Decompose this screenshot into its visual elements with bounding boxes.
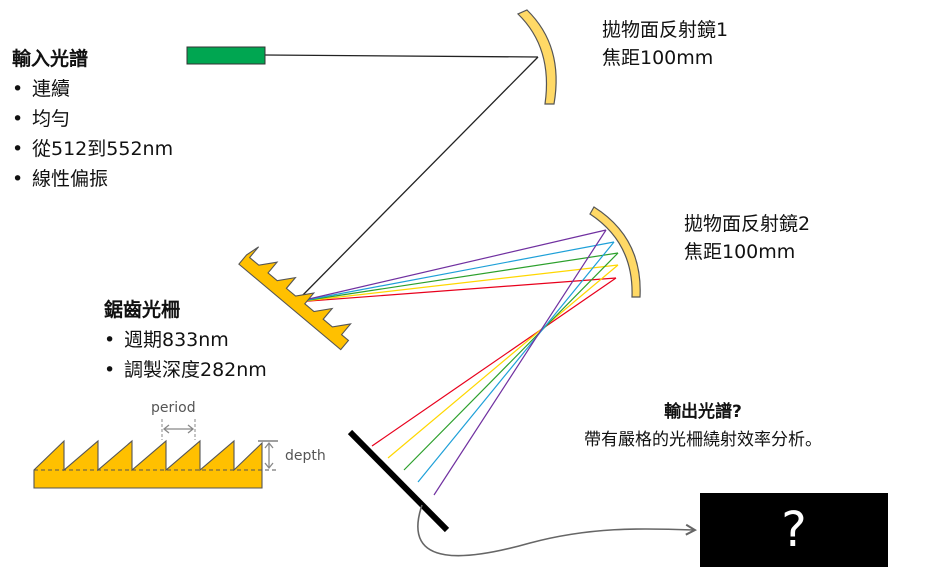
grating-profile bbox=[33, 419, 278, 489]
input-beam-to-mirror1 bbox=[264, 54, 539, 58]
output-arrow bbox=[417, 504, 694, 557]
parabolic-mirror-2 bbox=[589, 206, 641, 298]
mirror2-name: 拋物面反射鏡2 bbox=[684, 213, 811, 235]
input-bullet: 均勻 bbox=[12, 104, 173, 134]
ray-purple-out bbox=[433, 229, 607, 496]
grating-bullet: 週期833nm bbox=[104, 325, 267, 355]
ray-blue-out bbox=[417, 241, 615, 483]
mirror1-focal: 焦距100mm bbox=[602, 47, 714, 69]
grating-block: 鋸齒光柵 週期833nm 調製深度282nm bbox=[104, 295, 267, 385]
ray-green-in bbox=[295, 252, 619, 303]
grating-title: 鋸齒光柵 bbox=[104, 299, 181, 321]
output-title: 輸出光譜? bbox=[664, 402, 742, 422]
output-mirror bbox=[347, 429, 450, 533]
ray-yellow-in bbox=[295, 264, 619, 303]
ray-green-out bbox=[403, 252, 619, 471]
input-beam-to-grating bbox=[295, 56, 539, 303]
depth-label: depth bbox=[285, 448, 326, 464]
mirror1-label: 拋物面反射鏡1 焦距100mm bbox=[602, 16, 728, 72]
output-label: 輸出光譜? 帶有嚴格的光柵繞射效率分析。 bbox=[584, 398, 822, 454]
output-subtitle: 帶有嚴格的光柵繞射效率分析。 bbox=[584, 430, 822, 450]
diffracted-rays bbox=[295, 229, 619, 496]
input-spectrum-title: 輸入光譜 bbox=[12, 48, 89, 70]
grating-list: 週期833nm 調製深度282nm bbox=[104, 325, 267, 385]
input-spectrum-list: 連續 均勻 從512到552nm 線性偏振 bbox=[12, 74, 173, 194]
input-bullet: 線性偏振 bbox=[12, 164, 173, 194]
grating-bullet: 調製深度282nm bbox=[104, 355, 267, 385]
input-spectrum-block: 輸入光譜 連續 均勻 從512到552nm 線性偏振 bbox=[12, 44, 173, 194]
output-spectrum-box bbox=[700, 493, 888, 567]
ray-red-in bbox=[295, 277, 617, 303]
ray-blue-in bbox=[295, 241, 615, 303]
mirror2-focal: 焦距100mm bbox=[684, 241, 796, 263]
output-placeholder: ? bbox=[781, 502, 807, 558]
mirror1-name: 拋物面反射鏡1 bbox=[602, 19, 729, 41]
sawtooth-grating bbox=[238, 246, 352, 351]
parabolic-mirror-1 bbox=[516, 9, 557, 105]
mirror2-label: 拋物面反射鏡2 焦距100mm bbox=[684, 210, 810, 266]
period-label: period bbox=[151, 400, 196, 416]
ray-purple-in bbox=[295, 229, 607, 303]
input-bullet: 連續 bbox=[12, 74, 173, 104]
light-source bbox=[186, 46, 266, 65]
input-bullet: 從512到552nm bbox=[12, 134, 173, 164]
ray-red-out bbox=[371, 277, 617, 447]
ray-yellow-out bbox=[387, 264, 619, 459]
